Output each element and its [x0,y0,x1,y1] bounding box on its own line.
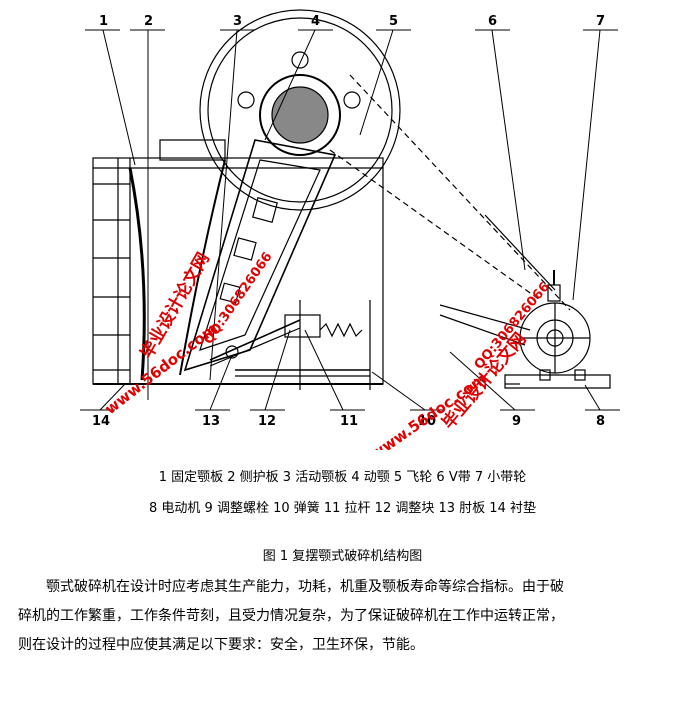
part-number-6: 6 [488,14,497,29]
legend-line-1: 1 固定颚板 2 侧护板 3 活动颚板 4 动颚 5 飞轮 6 V带 7 小带轮 [158,470,527,485]
part-number-9: 9 [512,414,521,429]
part-number-1: 1 [99,14,108,29]
small-pulley [547,270,561,302]
side-guard-plate [159,139,226,161]
watermark-right: www.56doc.com 毕业设计论文网 QQ:306826066 [367,280,553,450]
part-number-5: 5 [389,14,398,29]
part-number-10: 10 [418,414,436,429]
leader-lines [80,29,620,411]
part-number-14: 14 [92,414,110,429]
part-number-3: 3 [233,14,242,29]
fixed-jaw-plate [128,167,146,381]
moving-jaw [183,139,337,372]
jaw-crusher-structure-diagram: 1 2 3 4 5 6 7 8 9 10 11 12 13 14 www.56d… [80,9,620,450]
toggle-assembly [209,300,371,390]
belt-guard [439,214,556,346]
part-number-11: 11 [340,414,358,429]
legend-line-2: 8 电动机 9 调整螺栓 10 弹簧 11 拉杆 12 调整块 13 肘板 14… [149,501,536,516]
part-number-8: 8 [596,414,605,429]
part-number-2: 2 [144,14,153,29]
figure-caption: 图 1 复摆颚式破碎机结构图 [262,549,423,564]
part-number-13: 13 [202,414,220,429]
part-number-7: 7 [596,14,605,29]
paragraph-line-1: 颚式破碎机在设计时应考虑其生产能力，功耗，机重及颚板寿命等综合指标。由于破 [46,579,564,595]
paragraph-line-2: 碎机的工作繁重，工作条件苛刻，且受力情况复杂，为了保证破碎机在工作中运转正常， [18,608,564,624]
moving-jaw-plate [179,159,226,376]
flywheel [199,9,401,211]
part-number-12: 12 [258,414,276,429]
fixed-jaw-lattice [93,158,131,384]
watermark-left: www.56doc.com 毕业设计论文网 QQ:306826066 [101,249,275,418]
part-number-4: 4 [311,14,320,29]
watermark-qq: QQ:306826066 [201,250,276,348]
body-paragraph: 颚式破碎机在设计时应考虑其生产能力，功耗，机重及颚板寿命等综合指标。由于破 碎机… [18,573,673,660]
v-belt [329,74,571,311]
motor [504,302,611,389]
paragraph-line-3: 则在设计的过程中应使其满足以下要求：安全，卫生环保，节能。 [18,637,424,653]
